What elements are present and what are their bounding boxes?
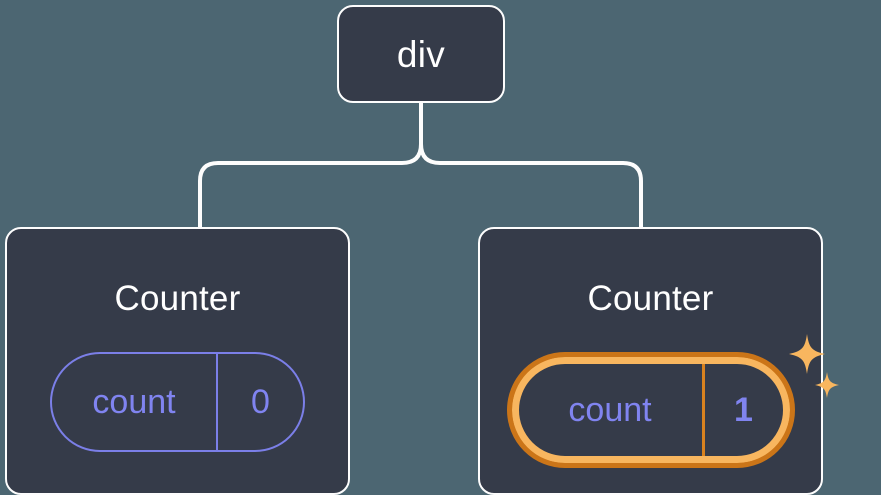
state-value-left: 0 (216, 354, 303, 450)
node-div[interactable]: div (337, 5, 505, 103)
node-div-label: div (396, 33, 446, 75)
state-pill-left[interactable]: count 0 (50, 352, 305, 452)
sparkle-small-icon (814, 372, 839, 398)
state-pill-wrapper-left: count 0 (50, 352, 305, 452)
node-counter-right-label: Counter (587, 279, 714, 318)
connector-to-right-child (419, 101, 643, 229)
state-value-right: 1 (701, 364, 783, 456)
node-counter-right[interactable]: Counter count 1 (478, 227, 839, 495)
state-pill-right-inner: count 1 (511, 357, 790, 463)
state-pill-right-highlighted[interactable]: count 1 (506, 352, 795, 468)
state-key-left: count (92, 383, 176, 421)
state-pill-wrapper-right: count 1 (506, 334, 839, 468)
node-counter-left-label: Counter (114, 279, 241, 318)
state-key-right: count (568, 391, 652, 429)
connector-to-left-child (198, 101, 423, 229)
node-counter-left[interactable]: Counter count 0 (5, 227, 350, 495)
sparkle-large-icon (788, 334, 825, 374)
